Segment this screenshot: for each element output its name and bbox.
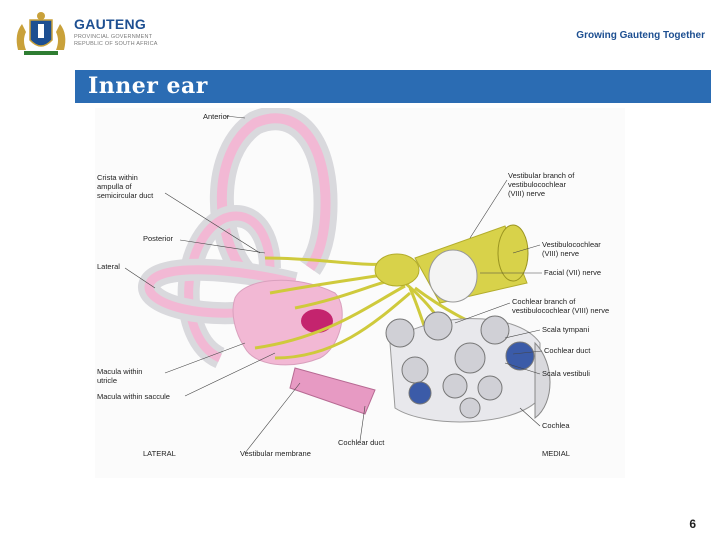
- label-macula-utricle-line1: Macula within: [97, 367, 142, 376]
- label-vestibulocochlear-line2: (VIII) nerve: [542, 249, 579, 258]
- vestibular-membrane-shape: [289, 367, 376, 415]
- semicircular-canals: [138, 108, 338, 369]
- label-posterior: Posterior: [143, 234, 174, 243]
- label-macula-saccule: Macula within saccule: [97, 392, 170, 401]
- inner-ear-diagram: Anterior Crista within ampulla of semici…: [95, 108, 625, 478]
- brand-country: REPUBLIC OF SOUTH AFRICA: [74, 41, 158, 47]
- coat-of-arms-icon: [16, 12, 66, 55]
- slide-title: Inner ear: [88, 73, 208, 99]
- label-vestibular-branch-line2: vestibulocochlear: [508, 180, 566, 189]
- label-cochlea: Cochlea: [542, 421, 570, 430]
- label-vestibulocochlear-line1: Vestibulocochlear: [542, 240, 601, 249]
- label-cochlear-duct-bottom: Cochlear duct: [338, 438, 385, 447]
- label-cochlear-branch-line2: vestibulocochlear (VIII) nerve: [512, 306, 609, 315]
- label-medial: MEDIAL: [542, 449, 570, 458]
- label-lateral-bottom: LATERAL: [143, 449, 176, 458]
- brand-subtitle: PROVINCIAL GOVERNMENT: [74, 34, 153, 40]
- label-anterior: Anterior: [203, 112, 230, 121]
- label-crista-line3: semicircular duct: [97, 191, 154, 200]
- brand-name: GAUTENG: [74, 16, 147, 32]
- label-scala-tympani: Scala tympani: [542, 325, 589, 334]
- label-cochlear-branch-line1: Cochlear branch of: [512, 297, 576, 306]
- label-crista-line1: Crista within: [97, 173, 138, 182]
- vestibule: [232, 279, 343, 366]
- title-bar: Inner ear: [75, 70, 711, 103]
- leader-lines: [124, 115, 543, 454]
- label-scala-vestibuli: Scala vestibuli: [542, 369, 590, 378]
- label-vestibular-membrane: Vestibular membrane: [240, 449, 311, 458]
- tagline: Growing Gauteng Together: [576, 30, 705, 41]
- saccule: [301, 309, 333, 333]
- facial-nerve-cut: [428, 249, 478, 303]
- gauteng-logo: GAUTENG PROVINCIAL GOVERNMENT REPUBLIC O…: [10, 10, 220, 58]
- label-macula-utricle-line2: utricle: [97, 376, 117, 385]
- label-vestibular-branch-line1: Vestibular branch of: [508, 171, 575, 180]
- label-cochlear-duct: Cochlear duct: [544, 346, 591, 355]
- cochlea: [385, 311, 551, 423]
- slide-header: GAUTENG PROVINCIAL GOVERNMENT REPUBLIC O…: [0, 0, 720, 68]
- label-crista-line2: ampulla of: [97, 182, 133, 191]
- label-lateral: Lateral: [97, 262, 120, 271]
- page-number: 6: [689, 517, 696, 531]
- label-vestibular-branch-line3: (VIII) nerve: [508, 189, 545, 198]
- vestibular-ganglion: [374, 253, 420, 287]
- label-facial-nerve: Facial (VII) nerve: [544, 268, 601, 277]
